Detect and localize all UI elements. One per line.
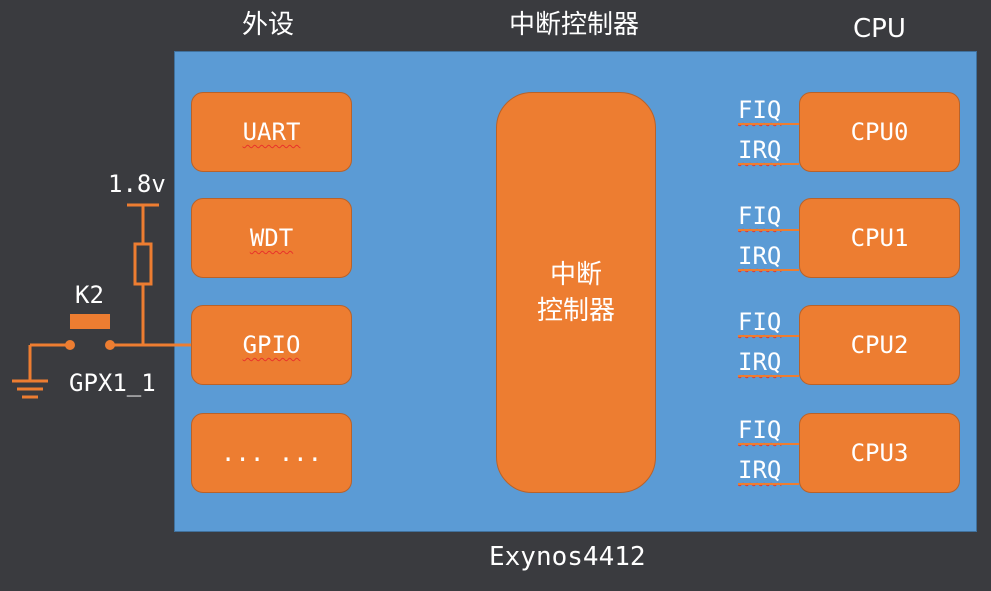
irq-label-cpu2: IRQ — [738, 348, 782, 376]
controller-label-line2: 控制器 — [536, 295, 615, 326]
peripherals-heading: 外设 — [242, 10, 295, 40]
fiq-label-cpu0: FIQ — [738, 96, 782, 124]
irq-label-cpu1: IRQ — [738, 242, 782, 270]
controller-label-line1: 中断 — [549, 259, 602, 290]
cpu-block-3: CPU3 — [799, 413, 960, 493]
peripheral-label: UART — [242, 118, 301, 146]
irq-label-cpu0: IRQ — [738, 136, 782, 164]
irq-label-cpu3: IRQ — [738, 456, 782, 484]
peripheral-wdt: WDT — [191, 198, 352, 278]
cpu-heading: CPU — [853, 14, 906, 44]
cpu-block-1: CPU1 — [799, 198, 960, 278]
pin-label: GPX1_1 — [69, 369, 156, 397]
chip-label: Exynos4412 — [489, 542, 646, 572]
cpu-block-2: CPU2 — [799, 305, 960, 385]
fiq-label-cpu1: FIQ — [738, 202, 782, 230]
peripheral-label: WDT — [249, 224, 294, 252]
voltage-label: 1.8v — [108, 170, 166, 198]
cpu-label: CPU1 — [850, 224, 909, 252]
cpu-block-0: CPU0 — [799, 92, 960, 172]
interrupt-controller-block: 中断 控制器 — [496, 92, 656, 493]
cpu-label: CPU3 — [850, 439, 909, 467]
switch-label: K2 — [75, 281, 104, 309]
interrupt-controller-heading: 中断控制器 — [509, 10, 640, 40]
switch-contact-left — [65, 340, 75, 350]
peripheral-more: ... ... — [191, 413, 352, 493]
cpu-label: CPU0 — [850, 118, 909, 146]
cpu-label: CPU2 — [850, 331, 909, 359]
fiq-label-cpu2: FIQ — [738, 308, 782, 336]
pull-up-resistor — [133, 242, 153, 286]
switch-actuator — [70, 314, 110, 329]
peripheral-label: ... ... — [220, 439, 323, 467]
peripheral-label: GPIO — [242, 331, 301, 359]
peripheral-uart: UART — [191, 92, 352, 172]
switch-contact-right — [105, 340, 115, 350]
fiq-label-cpu3: FIQ — [738, 416, 782, 444]
peripheral-gpio: GPIO — [191, 305, 352, 385]
